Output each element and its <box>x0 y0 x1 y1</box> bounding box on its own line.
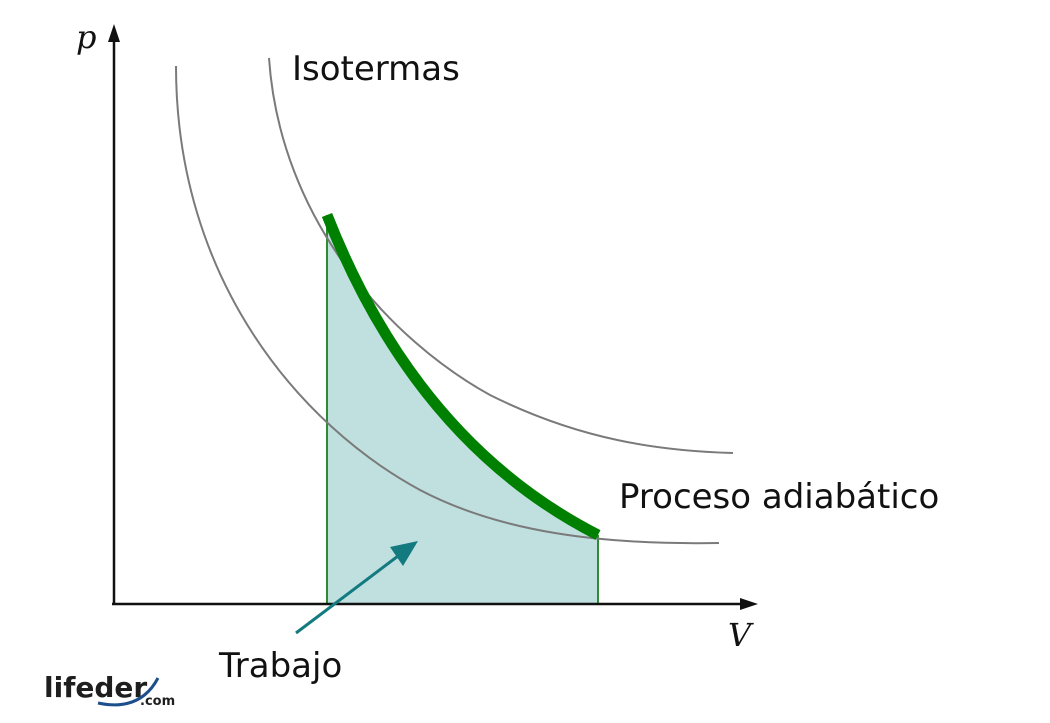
adiabatic-process-label: Proceso adiabático <box>619 477 939 517</box>
isotherms-label: Isotermas <box>292 49 460 89</box>
logo-suffix: .com <box>140 694 175 709</box>
y-axis-label: p <box>76 18 96 56</box>
x-axis-label: V <box>728 616 754 654</box>
adiabatic-curve <box>321 212 601 540</box>
work-area <box>327 215 598 604</box>
logo-swoosh <box>97 677 160 707</box>
isotherm-curve-outer <box>268 57 734 454</box>
logo-text: lifeder <box>44 671 147 704</box>
work-arrow-head <box>390 541 418 566</box>
y-axis-arrowhead <box>108 24 120 42</box>
x-axis-arrowhead <box>740 598 758 610</box>
work-arrow-shaft <box>295 551 403 635</box>
work-label: Trabajo <box>218 646 342 686</box>
lifeder-logo: lifeder .com <box>44 671 175 709</box>
